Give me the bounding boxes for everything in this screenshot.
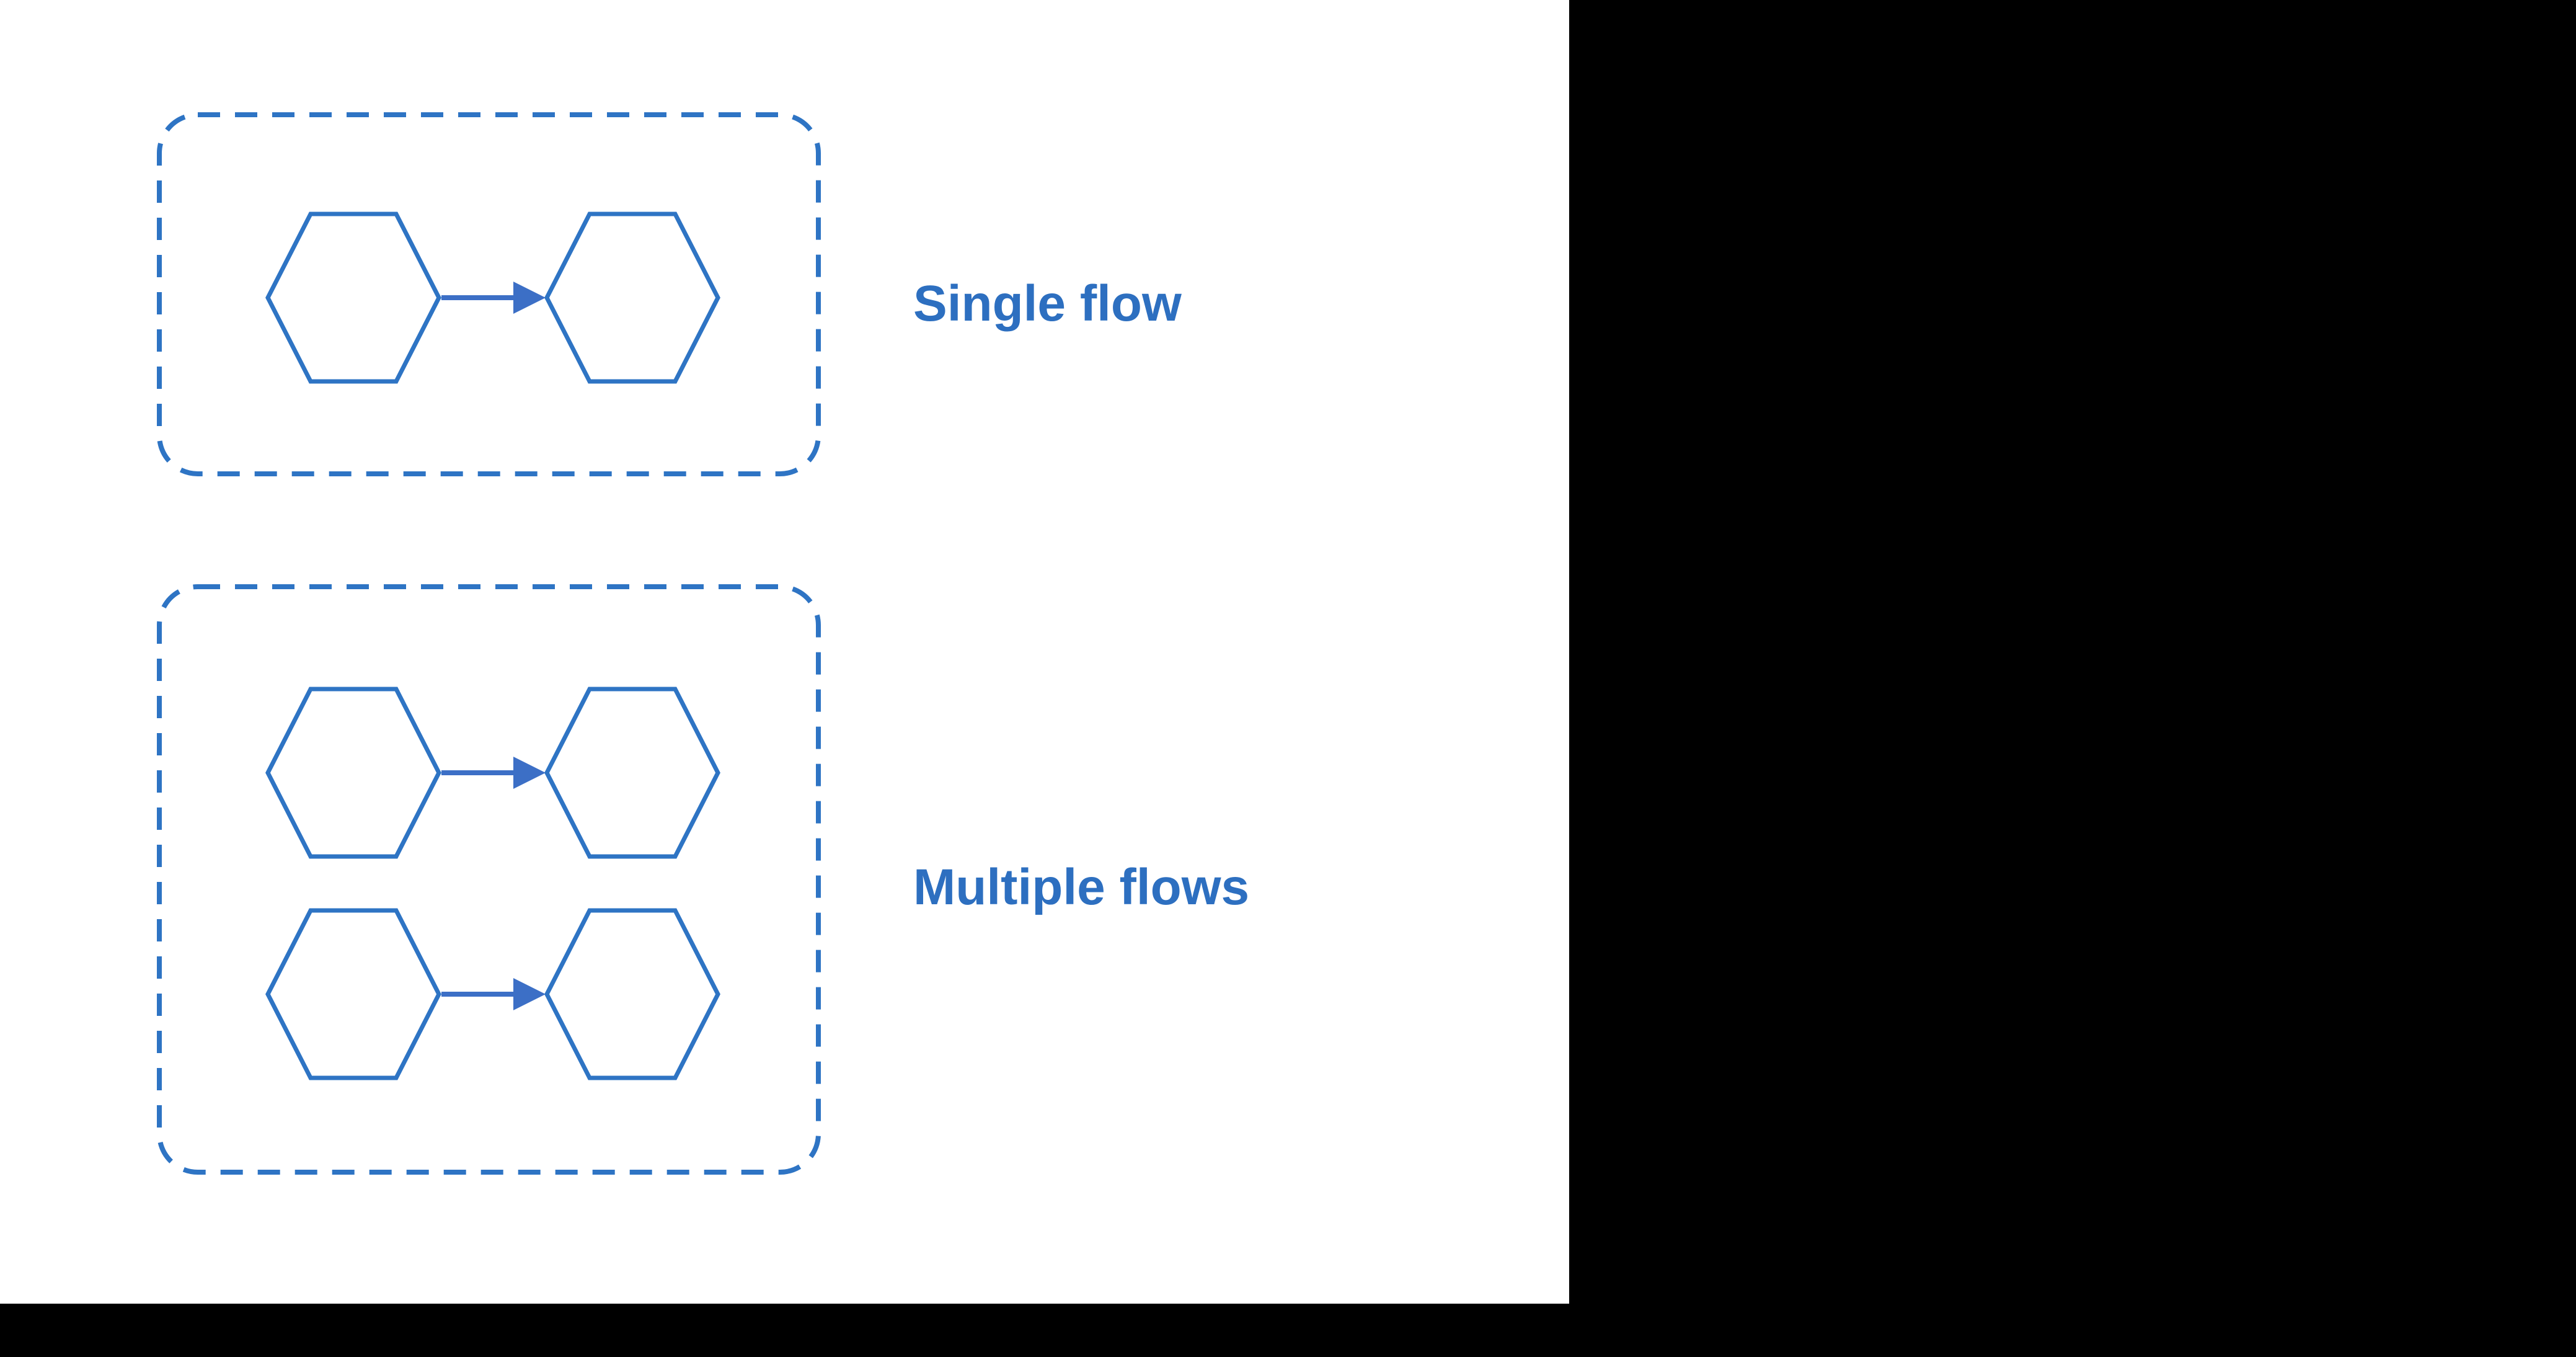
flow-arrow-head xyxy=(513,282,546,314)
hexagon-node xyxy=(544,211,720,384)
hexagon-node xyxy=(265,687,441,859)
flow-row xyxy=(265,211,720,384)
right-letterbox xyxy=(1569,0,2576,1357)
flow-arrow-icon xyxy=(441,978,546,1010)
flow-row xyxy=(265,908,720,1080)
flow-arrow-icon xyxy=(441,282,546,314)
multiple-flows-label: Multiple flows xyxy=(913,859,1250,915)
single-flow-diagram xyxy=(157,112,821,476)
hexagon-node xyxy=(544,687,720,859)
flow-arrow-head xyxy=(513,757,546,789)
flow-arrow-head xyxy=(513,978,546,1010)
hexagon-node xyxy=(265,211,441,384)
dashed-boundary xyxy=(157,584,821,1175)
single-flow-group xyxy=(156,112,821,477)
dashed-boundary xyxy=(157,112,821,476)
bottom-letterbox xyxy=(0,1304,2576,1357)
single-flow-label: Single flow xyxy=(913,275,1182,332)
multiple-flows-group xyxy=(156,584,821,1175)
hexagon-node xyxy=(265,908,441,1080)
flow-arrow-icon xyxy=(441,757,546,789)
hexagon-node xyxy=(544,908,720,1080)
multiple-flows-diagram xyxy=(157,584,821,1175)
flow-row xyxy=(265,687,720,859)
